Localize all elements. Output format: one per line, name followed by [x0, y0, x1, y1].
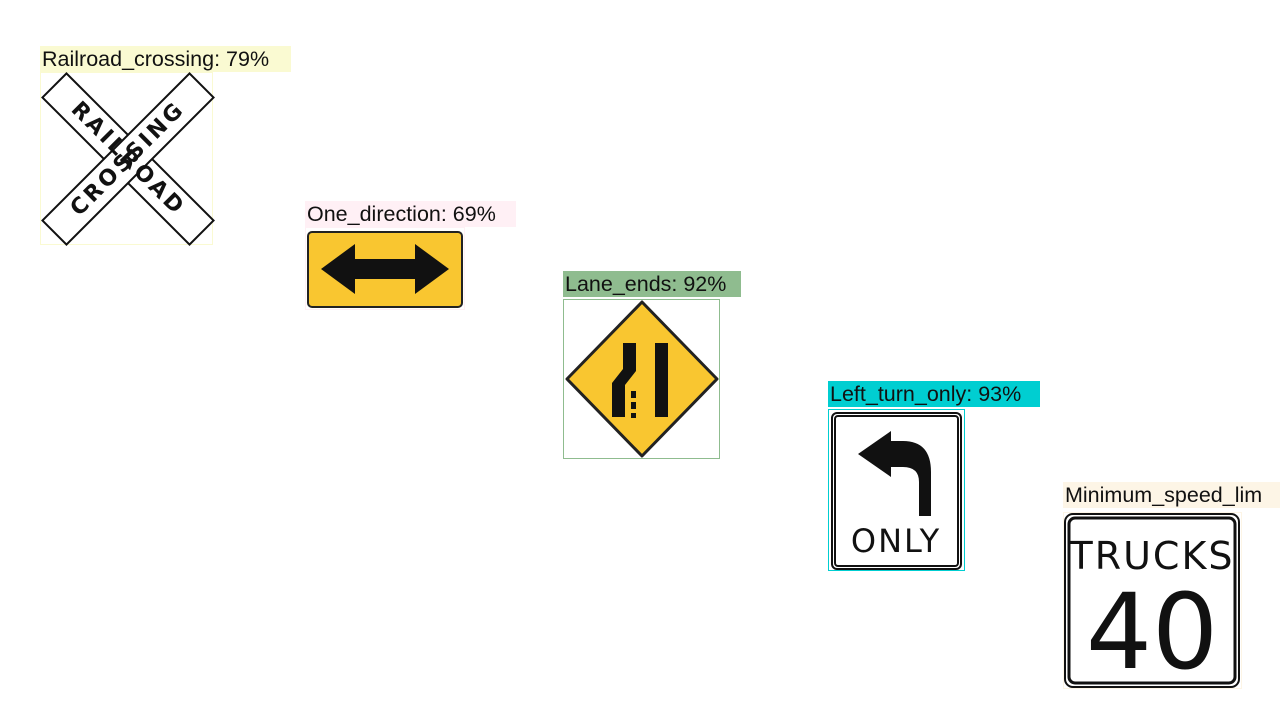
double-arrow-sign-icon — [307, 231, 463, 308]
trucks-word: TRUCKS — [1068, 534, 1234, 578]
detection-minimum-speed-limit: Minimum_speed_lim TRUCKS 40 — [1063, 482, 1280, 693]
speed-value: 40 — [1086, 571, 1218, 693]
trucks-minimum-speed-sign-icon: TRUCKS 40 — [1064, 513, 1240, 693]
only-word: ONLY — [851, 522, 941, 560]
detection-lane-ends: Lane_ends: 92% — [563, 271, 743, 461]
bounding-box — [828, 409, 965, 571]
bounding-box — [563, 299, 720, 459]
detection-label: One_direction: 69% — [305, 201, 516, 227]
detection-one-direction: One_direction: 69% — [305, 201, 517, 311]
detection-label: Left_turn_only: 93% — [828, 381, 1040, 407]
bounding-box — [305, 227, 465, 310]
detection-label: Railroad_crossing: 79% — [40, 46, 291, 72]
bounding-box — [40, 72, 213, 245]
left-turn-only-sign-icon: ONLY — [831, 412, 962, 570]
railroad-crossing-sign-icon: RAILROAD CROSSING — [41, 72, 215, 246]
detection-left-turn-only: Left_turn_only: 93% ONLY — [828, 381, 1042, 572]
detection-label: Minimum_speed_lim — [1063, 482, 1280, 508]
bounding-box — [1063, 512, 1242, 689]
detection-railroad-crossing: Railroad_crossing: 79% RAILROAD CROSSING — [40, 46, 292, 246]
detection-label: Lane_ends: 92% — [563, 271, 741, 297]
lane-ends-sign-icon — [565, 300, 719, 458]
